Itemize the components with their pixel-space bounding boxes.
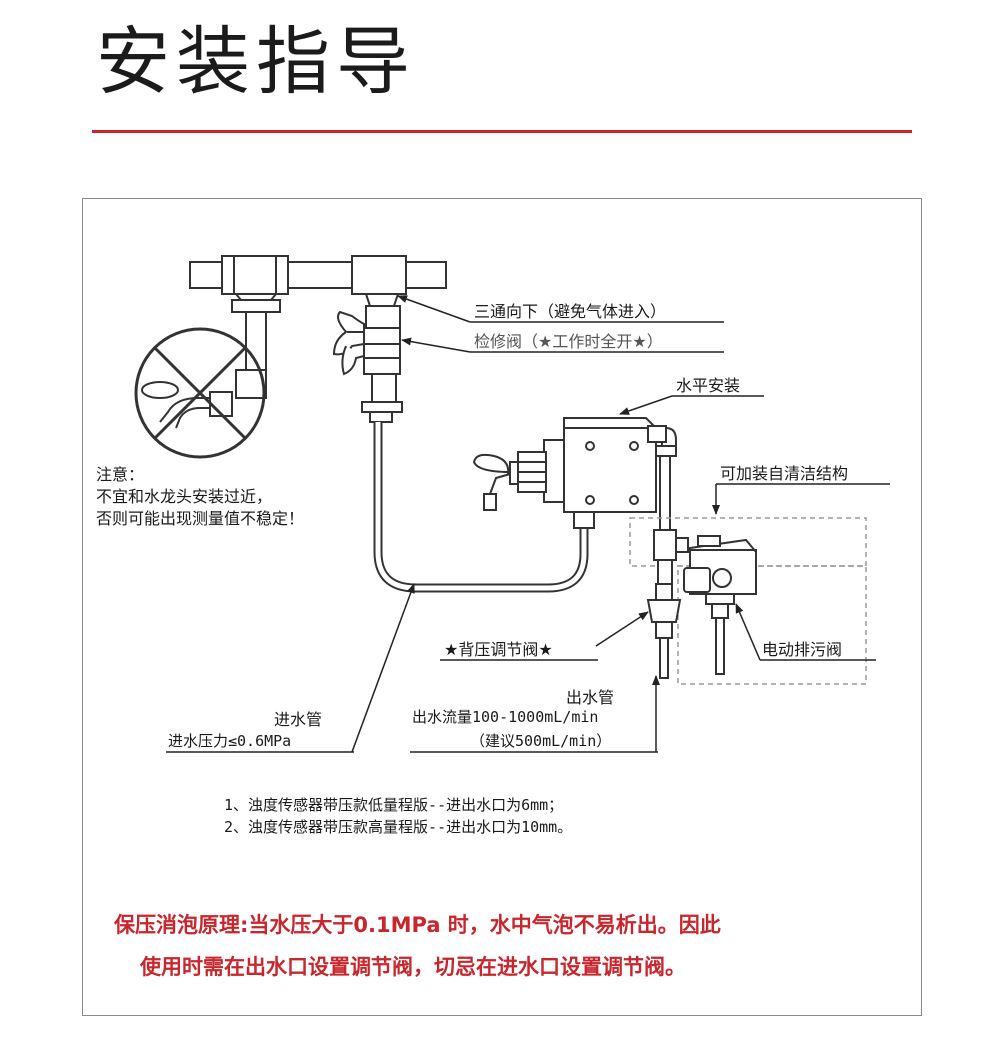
page-title: 安装指导 <box>96 19 416 105</box>
inlet-hose-inner <box>375 422 587 591</box>
caution-line-2: 否则可能出现测量值不稳定！ <box>96 509 305 528</box>
footnotes: 1、浊度传感器带压款低量程版--进出水口为6mm； 2、浊度传感器带压款高量程版… <box>224 794 572 838</box>
diagram-frame <box>82 198 922 1016</box>
principle-line-1: 保压消泡原理:当水压大于0.1MPa 时，水中气泡不易析出。因此 <box>114 913 721 937</box>
prohibit-circle <box>134 327 266 459</box>
sensor-cable <box>472 453 511 511</box>
label-tee-down: 三通向下（避免气体进入） <box>474 302 667 321</box>
outlet-elbow <box>647 425 677 457</box>
back-pressure-valve <box>646 583 682 679</box>
label-inlet-pipe: 进水管 <box>274 710 323 729</box>
label-horizontal-install: 水平安装 <box>676 376 741 395</box>
leader-horizontal <box>619 395 673 415</box>
label-service-valve: 检修阀（★工作时全开★） <box>474 332 663 351</box>
footnote-2: 2、浊度传感器带压款高量程版--进出水口为10mm。 <box>224 818 573 836</box>
label-electric-drain-valve: 电动排污阀 <box>762 640 843 659</box>
self-clean-box <box>629 517 867 567</box>
faucet-branch <box>231 293 281 399</box>
label-outlet-pipe: 出水管 <box>566 688 615 707</box>
principle-line-2: 使用时需在出水口设置调节阀，切忌在进水口设置调节阀。 <box>140 955 686 979</box>
leader-tee-down <box>397 295 471 323</box>
label-back-pressure-valve: ★背压调节阀★ <box>444 640 553 659</box>
principle-note: 保压消泡原理:当水压大于0.1MPa 时，水中气泡不易析出。因此 使用时需在出水… <box>114 904 721 988</box>
label-outlet-flow: 出水流量100-1000mL/min <box>412 708 599 726</box>
drain-tee <box>653 529 689 585</box>
leader-lines <box>351 295 761 753</box>
label-inlet-pressure: 进水压力≤0.6MPa <box>168 732 292 750</box>
electric-drain-valve <box>683 535 757 675</box>
label-outlet-suggest: （建议500mL/min） <box>470 732 612 750</box>
turbidity-sensor <box>509 417 657 529</box>
label-self-clean: 可加装自清洁结构 <box>720 464 849 483</box>
leader-back-pressure <box>595 611 649 647</box>
title-divider <box>92 130 912 133</box>
main-pipe <box>189 255 447 295</box>
footnote-1: 1、浊度传感器带压款低量程版--进出水口为6mm； <box>224 796 564 814</box>
caution-note: 注意： 不宜和水龙头安装过近， 否则可能出现测量值不稳定！ <box>96 464 304 530</box>
tee-down-fitting <box>361 293 403 423</box>
leader-drain-valve <box>735 603 761 661</box>
caution-heading: 注意： <box>96 465 145 484</box>
caution-line-1: 不宜和水龙头安装过近， <box>96 487 273 506</box>
prohibit-cross-b <box>153 346 247 440</box>
drain-valve-box <box>677 565 867 685</box>
service-valve-handle <box>332 310 365 376</box>
leader-service-valve <box>401 337 471 353</box>
leader-inlet <box>351 583 415 753</box>
